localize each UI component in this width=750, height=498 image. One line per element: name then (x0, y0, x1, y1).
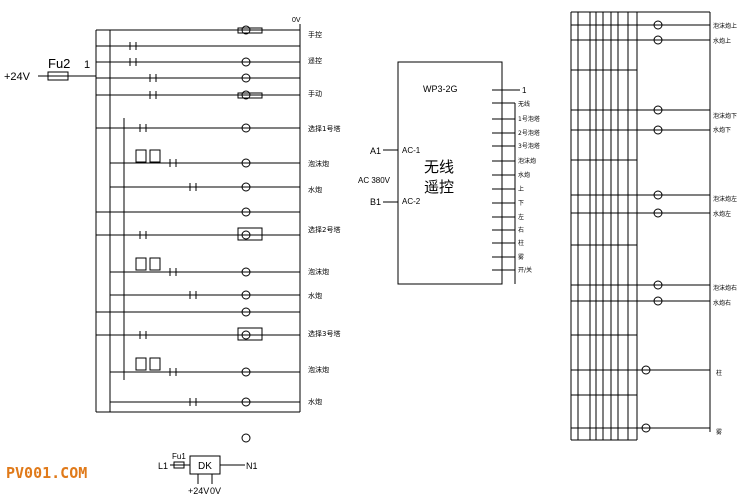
row-label-select-tower-3: 选择3号塔 (308, 329, 340, 338)
right-label-foam-down: 泡沫炮下 (713, 112, 737, 120)
output-label-foam-cannon: 泡沫炮 (518, 157, 536, 165)
supply-380v-label: AC 380V (358, 176, 391, 185)
right-label-foam-right: 泡沫炮右 (713, 284, 737, 292)
output-label-water-cannon: 水炮 (518, 171, 530, 179)
supply-voltage-label: +24V (4, 71, 31, 83)
row-label-manual: 手动 (308, 89, 322, 98)
output-label-tower-1: 1号泡塔 (518, 115, 540, 123)
ac1-label: AC-1 (402, 146, 421, 155)
output-label-right: 右 (518, 226, 524, 234)
dc-out-label: +24V (188, 486, 209, 496)
right-label-water-right: 水炮右 (713, 299, 731, 307)
receiver-model: WP3-2G (423, 84, 458, 94)
neutral-label: N1 (246, 461, 258, 471)
power-module-label: DK (198, 461, 212, 472)
right-label-column: 柱 (716, 369, 722, 377)
right-label-foam-left: 泡沫炮左 (713, 195, 737, 203)
output-label-left: 左 (518, 213, 524, 221)
output-label-wireless: 无线 (518, 100, 530, 108)
output-label-down: 下 (518, 200, 524, 207)
receiver-title-line2: 遥控 (424, 178, 454, 196)
row-label-water-cannon-3: 水炮 (308, 397, 322, 406)
output-label-on-off: 开/关 (518, 266, 532, 274)
right-label-foam-up: 泡沫炮上 (713, 22, 737, 30)
row-label-manual-control: 手控 (308, 30, 322, 39)
watermark-text: PV001.COM (6, 464, 87, 482)
row-label-select-tower-1: 选择1号塔 (308, 124, 340, 133)
output-label-mist: 雾 (518, 253, 524, 261)
common-terminal-label: 1 (522, 86, 527, 95)
row-label-water-cannon-1: 水炮 (308, 185, 322, 194)
input-b1-label: B1 (370, 197, 381, 207)
output-label-column: 柱 (518, 239, 524, 247)
dc-zero-label: 0V (210, 486, 221, 496)
row-label-foam-cannon-2: 泡沫炮 (308, 267, 329, 276)
fuse-fu2-label: Fu2 (48, 56, 70, 71)
row-label-foam-cannon-1: 泡沫炮 (308, 159, 329, 168)
top-voltage-label: 0V (292, 17, 301, 24)
row-label-remote-control: 遥控 (308, 56, 322, 65)
output-label-tower-2: 2号泡塔 (518, 129, 540, 137)
receiver-title-line1: 无线 (424, 158, 454, 176)
right-label-water-up: 水炮上 (713, 37, 731, 45)
right-label-mist: 雾 (716, 428, 722, 436)
fuse-fu1-label: Fu1 (172, 452, 186, 461)
output-label-up: 上 (518, 185, 524, 193)
input-a1-label: A1 (370, 146, 381, 156)
row-label-foam-cannon-3: 泡沫炮 (308, 365, 329, 374)
right-label-water-down: 水炮下 (713, 126, 731, 134)
row-label-select-tower-2: 选择2号塔 (308, 225, 340, 234)
right-label-water-left: 水炮左 (713, 210, 731, 218)
output-label-tower-3: 3号泡塔 (518, 142, 540, 150)
line-in-label: L1 (158, 461, 168, 471)
row-label-water-cannon-2: 水炮 (308, 291, 322, 300)
node-label: 1 (84, 59, 90, 71)
ac2-label: AC-2 (402, 197, 421, 206)
